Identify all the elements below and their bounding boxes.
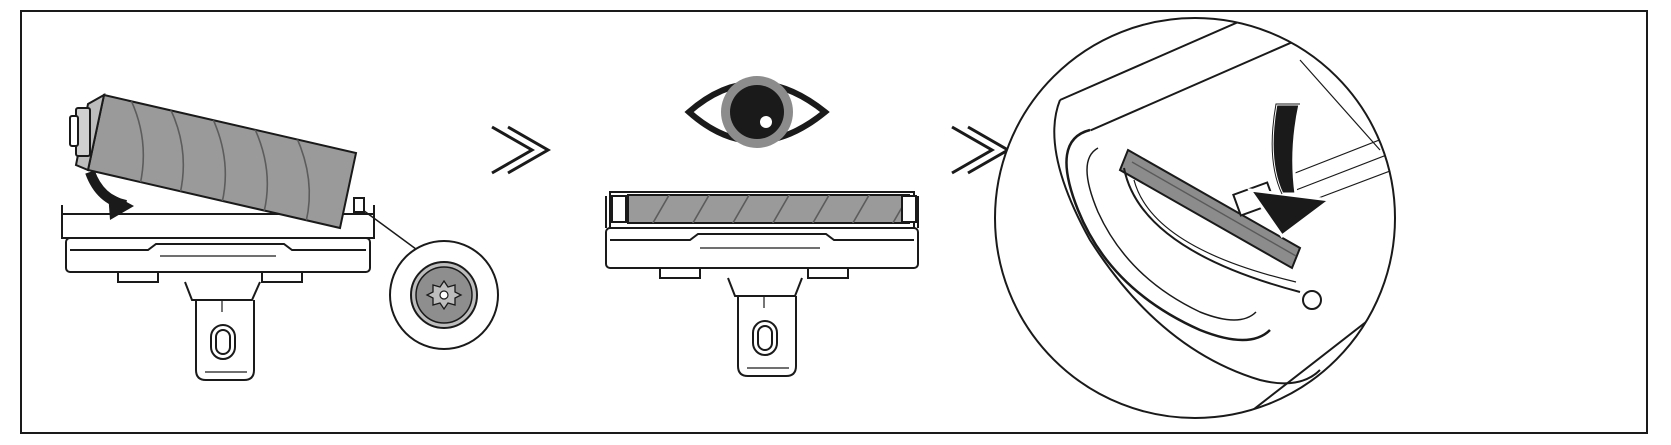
step-1-brushroll-insert <box>61 93 499 381</box>
eye-icon <box>684 76 830 148</box>
close-arrow-icon <box>1246 102 1334 239</box>
insert-arrow-icon <box>85 170 134 220</box>
floor-head-seated <box>605 191 919 377</box>
double-chevron-icon <box>491 125 552 175</box>
floor-head-body <box>61 205 375 381</box>
step-3-close-cap <box>994 17 1396 419</box>
figure-border <box>20 10 1648 434</box>
step-2-check <box>605 76 919 377</box>
detail-callout-circle <box>389 240 499 350</box>
double-chevron-icon <box>951 125 1012 175</box>
brushroll <box>69 93 358 230</box>
